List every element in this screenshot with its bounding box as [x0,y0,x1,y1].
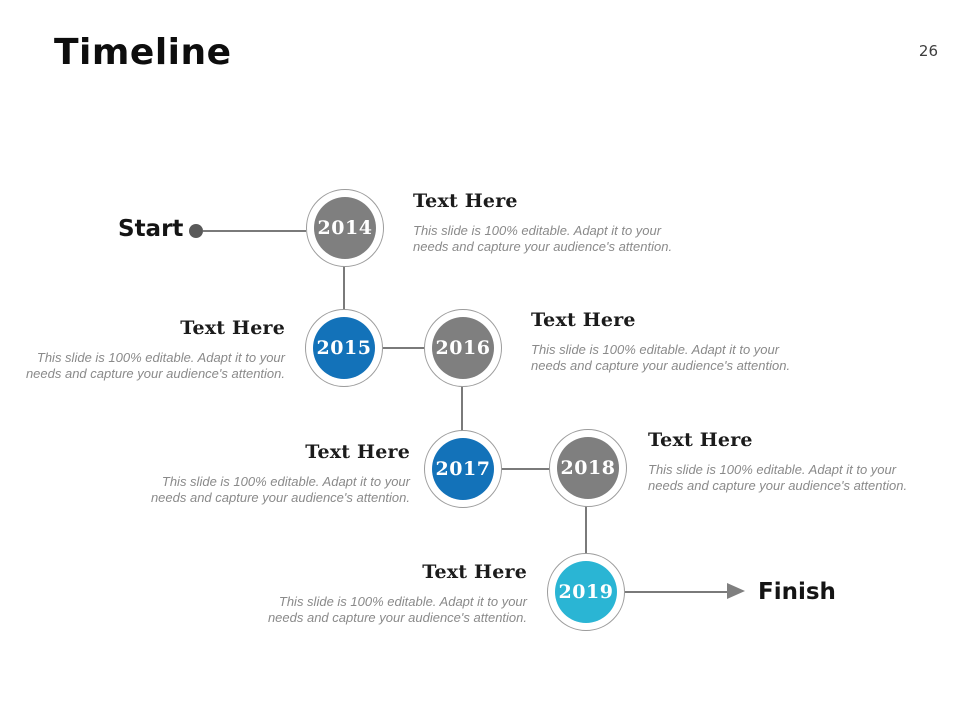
text-block-body: This slide is 100% editable. Adapt it to… [531,342,816,374]
connector-2016-2017 [461,386,463,431]
page-title: Timeline [54,32,232,73]
body-line: This slide is 100% editable. Adapt it to… [161,474,410,489]
year-circle: 2017 [432,438,494,500]
year-label: 2018 [560,457,616,479]
text-block-1: Text Here This slide is 100% editable. A… [413,190,693,255]
text-block-body: This slide is 100% editable. Adapt it to… [130,474,410,506]
text-block-3: Text Here This slide is 100% editable. A… [531,309,816,374]
year-circle: 2015 [313,317,375,379]
text-block-6: Text Here This slide is 100% editable. A… [247,561,527,626]
connector-2014-2015 [343,266,345,310]
text-block-body: This slide is 100% editable. Adapt it to… [5,350,285,382]
timeline-node-6: 2019 [547,553,625,631]
year-label: 2015 [316,337,372,359]
timeline-node-4: 2017 [424,430,502,508]
body-line: needs and capture your audience's attent… [648,478,908,493]
body-line: This slide is 100% editable. Adapt it to… [648,462,897,477]
year-circle: 2016 [432,317,494,379]
year-circle: 2014 [314,197,376,259]
year-circle: 2018 [557,437,619,499]
text-block-heading: Text Here [180,317,285,339]
body-line: This slide is 100% editable. Adapt it to… [531,342,780,357]
connector-2017-2018 [501,468,550,470]
body-line: needs and capture your audience's attent… [150,490,410,505]
body-line: needs and capture your audience's attent… [413,239,673,254]
text-block-heading: Text Here [305,441,410,463]
timeline-node-5: 2018 [549,429,627,507]
text-block-body: This slide is 100% editable. Adapt it to… [648,462,928,494]
body-line: This slide is 100% editable. Adapt it to… [278,594,527,609]
text-block-2: Text Here This slide is 100% editable. A… [5,317,285,382]
start-label: Start [118,216,184,242]
timeline-node-2: 2015 [305,309,383,387]
timeline-node-3: 2016 [424,309,502,387]
year-label: 2014 [317,217,373,239]
text-block-body: This slide is 100% editable. Adapt it to… [413,223,693,255]
text-block-4: Text Here This slide is 100% editable. A… [130,441,410,506]
year-label: 2016 [435,337,491,359]
connector-2018-2019 [585,506,587,554]
body-line: needs and capture your audience's attent… [531,358,791,373]
body-line: This slide is 100% editable. Adapt it to… [413,223,662,238]
body-line: needs and capture your audience's attent… [267,610,527,625]
start-dot-icon [189,224,203,238]
finish-label: Finish [758,579,836,605]
year-label: 2019 [558,581,614,603]
year-label: 2017 [435,458,491,480]
body-line: needs and capture your audience's attent… [25,366,285,381]
connector-finish-line [624,591,728,593]
text-block-5: Text Here This slide is 100% editable. A… [648,429,928,494]
text-block-body: This slide is 100% editable. Adapt it to… [247,594,527,626]
arrow-head-icon [727,583,745,599]
timeline-node-1: 2014 [306,189,384,267]
connector-start-line [203,230,306,232]
year-circle: 2019 [555,561,617,623]
text-block-heading: Text Here [531,309,636,331]
text-block-heading: Text Here [413,190,518,212]
body-line: This slide is 100% editable. Adapt it to… [36,350,285,365]
text-block-heading: Text Here [648,429,753,451]
connector-2015-2016 [383,347,425,349]
page-number: 26 [918,42,938,60]
text-block-heading: Text Here [422,561,527,583]
